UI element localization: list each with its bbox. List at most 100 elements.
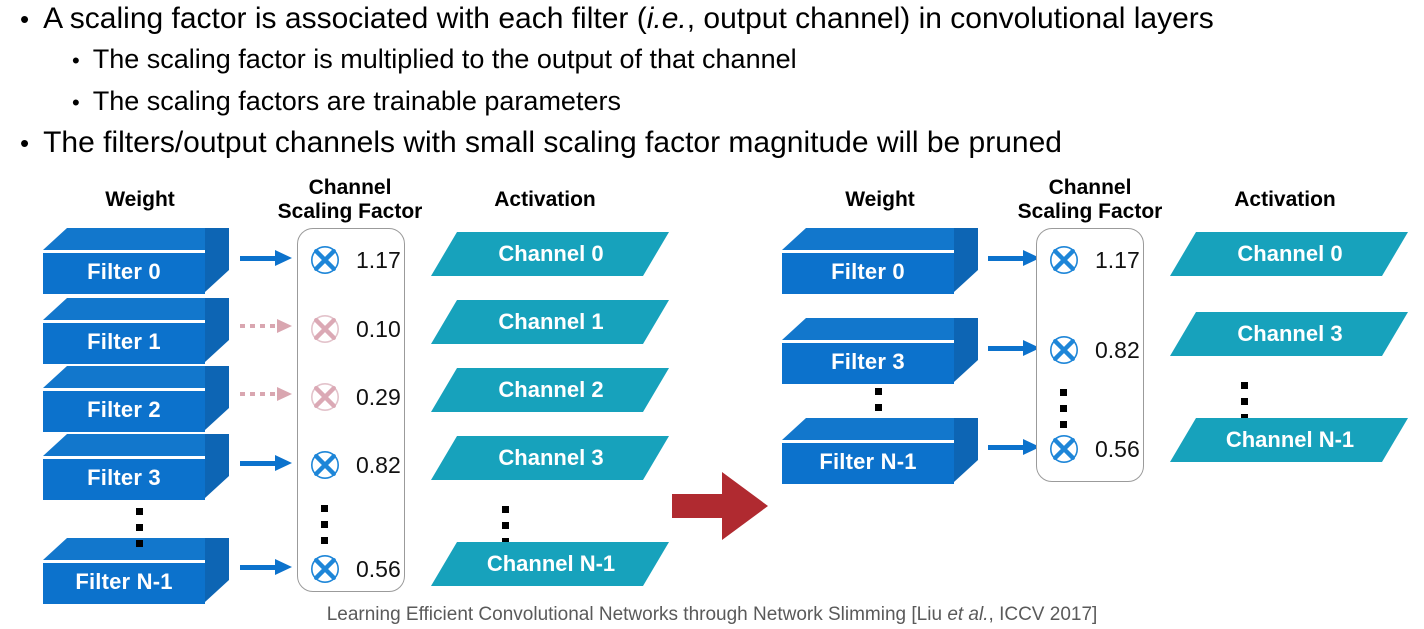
before-scaling-header-line1: Channel	[308, 176, 392, 199]
arrow-shaft	[240, 256, 276, 261]
filter-block-label: Filter 1	[87, 328, 161, 354]
multiply-circle-icon-pruned	[311, 315, 339, 343]
filter-block-front-face	[43, 321, 205, 364]
filter-block-label: Filter 0	[831, 258, 905, 284]
bullet-marker-icon: •	[72, 48, 80, 73]
activation-channel-0[interactable]: Channel 0	[431, 232, 669, 276]
bullet-item-4: • The filters/output channels with small…	[20, 126, 1062, 160]
filter-block-front-face	[43, 251, 205, 294]
activation-channel-1[interactable]: Channel 1	[431, 300, 669, 344]
scaling-factor-row-4[interactable]: 0.56	[310, 552, 401, 586]
arrow-shaft	[240, 392, 276, 396]
after-activation-channel-n-1[interactable]: Channel N-1	[1170, 418, 1408, 462]
bullet-1-part-a: A scaling factor is associated with each…	[43, 2, 647, 35]
multiply-circle-icon-active	[1050, 336, 1078, 364]
scaling-factor-row-2[interactable]: 0.29	[310, 380, 401, 414]
after-scaling-header-line1: Channel	[1048, 176, 1132, 199]
scaling-factor-value: 1.17	[1095, 246, 1140, 273]
after-arrow-filter-n-1-to-factor	[988, 439, 1040, 455]
scaling-factor-value: 0.29	[356, 383, 401, 410]
after-channels-ellipsis-icon	[1241, 382, 1249, 421]
filter-block-label: Filter 3	[831, 348, 905, 374]
activation-channel-label: Channel 0	[498, 241, 604, 266]
after-scaling-factor-header: Channel Scaling Factor	[995, 176, 1185, 223]
arrow-filter-n-1-to-factor	[240, 559, 292, 575]
after-arrow-filter-0-to-factor	[988, 250, 1040, 266]
after-factors-ellipsis-icon	[1060, 389, 1068, 428]
arrow-head	[1023, 340, 1040, 356]
arrow-filter-3-to-factor	[240, 455, 292, 471]
after-scaling-factor-row-0[interactable]: 1.17	[1049, 243, 1140, 277]
activation-channel-n-1[interactable]: Channel N-1	[431, 542, 669, 586]
bullet-marker-icon: •	[20, 4, 30, 34]
after-filter-block-filter-n-1[interactable]: Filter N-1	[782, 418, 978, 484]
before-scaling-factor-box: 1.17 0.10 0.29	[297, 228, 405, 592]
before-filters-ellipsis-icon	[136, 508, 144, 547]
scaling-factor-value: 0.10	[356, 315, 401, 342]
bullet-marker-icon: •	[72, 90, 80, 115]
filter-block-filter-2[interactable]: Filter 2	[43, 366, 229, 432]
arrow-head	[277, 387, 292, 401]
filter-block-front-face	[782, 251, 954, 294]
filter-block-label: Filter N-1	[75, 568, 173, 594]
multiply-circle-icon-active	[1050, 246, 1078, 274]
filter-block-label: Filter 3	[87, 464, 161, 490]
arrow-shaft	[240, 461, 276, 466]
filter-block-label: Filter 2	[87, 396, 161, 422]
bullet-marker-icon: •	[20, 128, 30, 158]
activation-channel-2[interactable]: Channel 2	[431, 368, 669, 412]
bullet-item-1-text: A scaling factor is associated with each…	[43, 2, 1214, 36]
scaling-factor-value: 0.56	[356, 555, 401, 582]
caption-part-b: , ICCV 2017]	[988, 604, 1098, 625]
arrow-head	[1023, 439, 1040, 455]
source-caption: Learning Efficient Convolutional Network…	[0, 604, 1424, 626]
multiply-circle-icon-pruned	[311, 383, 339, 411]
scaling-factor-row-3[interactable]: 0.82	[310, 448, 401, 482]
filter-block-top-face	[43, 228, 229, 250]
filter-block-front-face	[43, 389, 205, 432]
filter-block-filter-0[interactable]: Filter 0	[43, 228, 229, 294]
filter-block-filter-n-1[interactable]: Filter N-1	[43, 538, 229, 604]
after-scaling-factor-box: 1.17 0.82 0.56	[1036, 228, 1144, 482]
after-scaling-header-line2: Scaling Factor	[1017, 199, 1163, 223]
filter-block-top-face	[782, 228, 978, 250]
scaling-factor-value: 0.56	[1095, 435, 1140, 462]
before-scaling-header-line2: Scaling Factor	[277, 199, 423, 223]
after-filter-block-filter-0[interactable]: Filter 0	[782, 228, 978, 294]
after-scaling-factor-row-1[interactable]: 0.82	[1049, 333, 1140, 367]
activation-channel-label: Channel 3	[498, 445, 604, 470]
bullet-1-part-b: , output channel) in convolutional layer…	[686, 2, 1214, 35]
filter-block-filter-1[interactable]: Filter 1	[43, 298, 229, 364]
bullet-item-2-text: The scaling factor is multiplied to the …	[92, 44, 797, 74]
scaling-factor-row-0[interactable]: 1.17	[310, 243, 401, 277]
filter-block-top-face	[43, 434, 229, 456]
filter-block-filter-3[interactable]: Filter 3	[43, 434, 229, 500]
arrow-head	[275, 250, 292, 266]
arrow-filter-2-to-factor-pruned	[240, 387, 292, 401]
multiply-circle-icon-active	[311, 246, 339, 274]
scaling-factor-row-1[interactable]: 0.10	[310, 312, 401, 346]
bullet-item-2: • The scaling factor is multiplied to th…	[72, 44, 797, 75]
arrow-head	[277, 319, 292, 333]
prune-transition-arrow-icon	[672, 470, 768, 542]
bullet-item-3: • The scaling factors are trainable para…	[72, 86, 621, 117]
activation-channel-3[interactable]: Channel 3	[431, 436, 669, 480]
after-filter-block-filter-3[interactable]: Filter 3	[782, 318, 978, 384]
filter-block-front-face	[43, 561, 205, 604]
multiply-circle-icon-active	[311, 555, 339, 583]
multiply-circle-icon-active	[311, 451, 339, 479]
arrow-filter-1-to-factor-pruned	[240, 319, 292, 333]
after-scaling-factor-row-2[interactable]: 0.56	[1049, 432, 1140, 466]
arrow-head	[275, 455, 292, 471]
bullet-item-4-text: The filters/output channels with small s…	[43, 126, 1062, 159]
arrow-shaft	[988, 346, 1024, 351]
multiply-circle-icon-active	[1050, 435, 1078, 463]
bullet-item-1: • A scaling factor is associated with ea…	[20, 2, 1214, 36]
before-channels-ellipsis-icon	[502, 506, 510, 545]
filter-block-label: Filter 0	[87, 258, 161, 284]
activation-channel-label: Channel 0	[1237, 241, 1343, 266]
after-activation-channel-3[interactable]: Channel 3	[1170, 312, 1408, 356]
before-weight-header: Weight	[105, 188, 175, 211]
filter-block-front-face	[782, 441, 954, 484]
after-activation-channel-0[interactable]: Channel 0	[1170, 232, 1408, 276]
